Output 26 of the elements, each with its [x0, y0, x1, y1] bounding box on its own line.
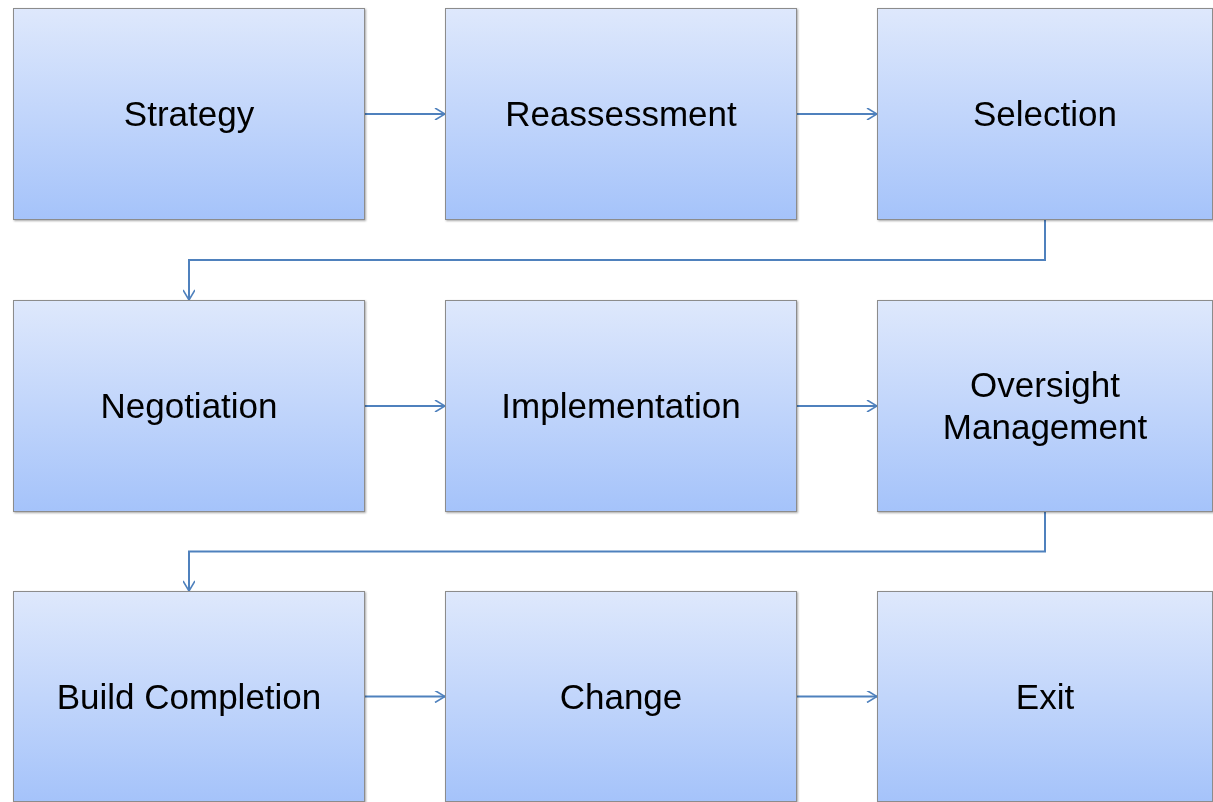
process-box [13, 300, 365, 512]
process-box [445, 300, 797, 512]
arrow [796, 399, 878, 413]
process-box [877, 300, 1213, 512]
box-label: Implementation [500, 385, 742, 427]
process-box [445, 8, 797, 220]
arrow [796, 689, 878, 704]
arrow [364, 689, 446, 704]
arrow [364, 107, 446, 121]
arrow [364, 399, 446, 413]
process-box [13, 8, 365, 220]
box-label: Change [558, 675, 684, 718]
box-label: Selection [972, 93, 1118, 135]
arrow [182, 511, 1046, 592]
process-box [445, 591, 797, 802]
box-label: Negotiation [99, 385, 279, 427]
process-box [13, 591, 365, 802]
box-label: Exit [1014, 675, 1076, 718]
box-label: Oversight Management [941, 364, 1149, 448]
box-label: Strategy [122, 93, 256, 135]
process-box [877, 591, 1213, 802]
process-box [877, 8, 1213, 220]
box-label: Build Completion [55, 675, 323, 718]
arrow [182, 219, 1046, 301]
arrow [796, 107, 878, 121]
box-label: Reassessment [504, 93, 738, 135]
